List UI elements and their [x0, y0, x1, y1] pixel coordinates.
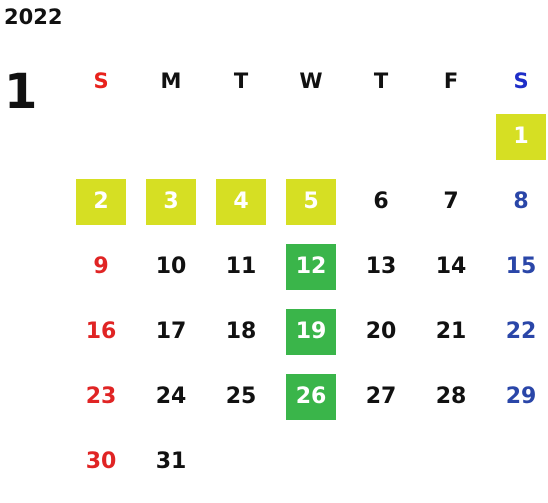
weekday-cell: S — [486, 69, 548, 93]
day-number-closed: 26 — [286, 373, 336, 420]
day-cell: 27 — [346, 374, 416, 420]
day-number: 30 — [85, 449, 117, 474]
weekday-cell: T — [346, 69, 416, 93]
day-number: 11 — [225, 254, 257, 279]
day-cell: 24 — [136, 374, 206, 420]
day-number-closed: 12 — [286, 243, 336, 290]
weekday-cell: F — [416, 69, 486, 93]
day-number-closed: 19 — [286, 308, 336, 355]
calendar-week-row: 1 — [66, 104, 548, 169]
day-cell: 5 — [276, 178, 346, 225]
weekday-cell: M — [136, 69, 206, 93]
day-number: 8 — [513, 189, 529, 214]
weekday-cell: S — [66, 69, 136, 93]
weekday-thursday: T — [373, 69, 389, 93]
calendar-week-row: 23 24 25 26 27 28 29 — [66, 364, 548, 429]
day-cell: 22 — [486, 309, 548, 355]
day-cell: 12 — [276, 243, 346, 290]
day-number: 14 — [435, 254, 467, 279]
day-cell: 31 — [136, 439, 206, 485]
day-number: 24 — [155, 384, 187, 409]
day-number: 22 — [505, 319, 537, 344]
calendar-week-row: 30 31 — [66, 429, 548, 494]
weekday-monday: M — [160, 69, 182, 93]
day-number: 13 — [365, 254, 397, 279]
day-number: 28 — [435, 384, 467, 409]
day-cell: 28 — [416, 374, 486, 420]
day-number: 31 — [155, 449, 187, 474]
weekday-header-row: S M T W T F S — [66, 58, 548, 104]
day-number: 16 — [85, 319, 117, 344]
calendar-week-row: 16 17 18 19 20 21 22 — [66, 299, 548, 364]
day-number: 21 — [435, 319, 467, 344]
day-number-holiday: 2 — [76, 178, 126, 225]
day-number-holiday: 4 — [216, 178, 266, 225]
day-cell: 2 — [66, 178, 136, 225]
weekday-friday: F — [443, 69, 459, 93]
day-cell: 17 — [136, 309, 206, 355]
day-cell: 10 — [136, 244, 206, 290]
day-cell: 6 — [346, 179, 416, 225]
weekday-tuesday: T — [233, 69, 249, 93]
weekday-cell: W — [276, 69, 346, 93]
day-cell: 3 — [136, 178, 206, 225]
day-number: 20 — [365, 319, 397, 344]
day-cell: 16 — [66, 309, 136, 355]
calendar-week-row: 9 10 11 12 13 14 15 — [66, 234, 548, 299]
day-cell: 4 — [206, 178, 276, 225]
day-number: 23 — [85, 384, 117, 409]
day-cell: 7 — [416, 179, 486, 225]
calendar-month: 1 — [4, 64, 38, 120]
weekday-saturday: S — [513, 69, 529, 93]
day-cell: 29 — [486, 374, 548, 420]
day-cell: 30 — [66, 439, 136, 485]
day-cell: 25 — [206, 374, 276, 420]
day-number: 7 — [443, 189, 459, 214]
day-cell: 13 — [346, 244, 416, 290]
day-number: 29 — [505, 384, 537, 409]
day-number: 15 — [505, 254, 537, 279]
day-cell: 23 — [66, 374, 136, 420]
weekday-wednesday: W — [299, 69, 323, 93]
day-cell: 19 — [276, 308, 346, 355]
day-number-holiday: 5 — [286, 178, 336, 225]
day-cell: 11 — [206, 244, 276, 290]
weekday-sunday: S — [93, 69, 109, 93]
day-cell: 15 — [486, 244, 548, 290]
day-number: 17 — [155, 319, 187, 344]
day-number: 25 — [225, 384, 257, 409]
day-cell: 1 — [486, 113, 548, 160]
calendar-year: 2022 — [4, 5, 63, 29]
day-number: 18 — [225, 319, 257, 344]
weekday-cell: T — [206, 69, 276, 93]
day-number: 9 — [93, 254, 109, 279]
day-cell: 8 — [486, 179, 548, 225]
day-cell: 14 — [416, 244, 486, 290]
day-cell: 18 — [206, 309, 276, 355]
day-cell: 9 — [66, 244, 136, 290]
day-number-holiday: 3 — [146, 178, 196, 225]
day-cell: 26 — [276, 373, 346, 420]
day-cell: 21 — [416, 309, 486, 355]
day-number: 10 — [155, 254, 187, 279]
day-number-holiday: 1 — [496, 113, 546, 160]
day-number: 6 — [373, 189, 389, 214]
day-number: 27 — [365, 384, 397, 409]
day-cell: 20 — [346, 309, 416, 355]
